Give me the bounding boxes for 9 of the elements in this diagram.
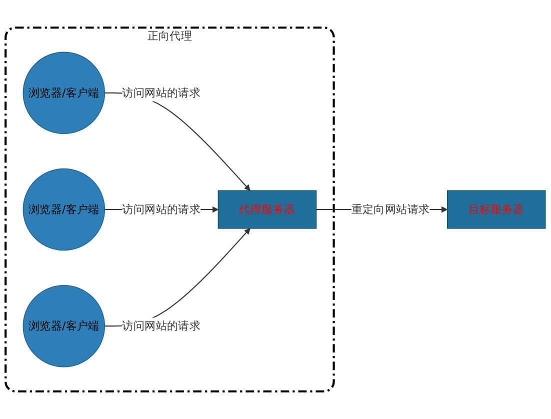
edge-label: 重定向网站请求 xyxy=(351,202,430,216)
node-box: 目标服务器 xyxy=(446,190,546,229)
node-box: 代理服务器 xyxy=(218,190,317,229)
edge-label: 访问网站的请求 xyxy=(122,202,201,216)
edge-label: 访问网站的请求 xyxy=(122,86,201,100)
node-circle: 浏览器/客户端 xyxy=(22,52,106,134)
edge-label: 访问网站的请求 xyxy=(122,319,201,332)
node-circle: 浏览器/客户端 xyxy=(22,168,106,251)
node-circle: 浏览器/客户端 xyxy=(22,284,106,368)
